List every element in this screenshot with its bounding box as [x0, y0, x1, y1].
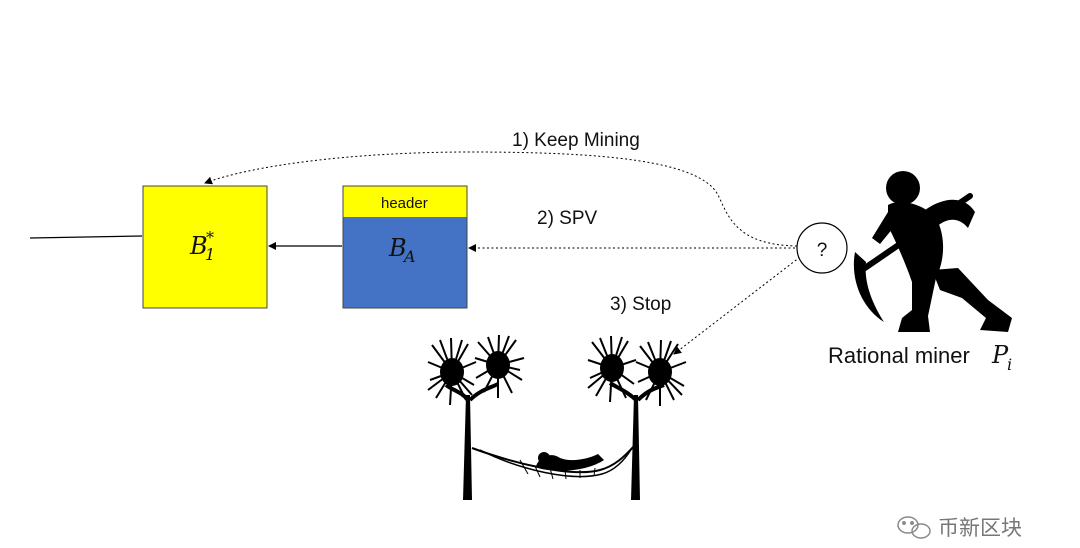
block-b1-subscript: 1 — [205, 245, 215, 264]
miner-symbol: P — [991, 341, 1009, 369]
block-b1-rect — [142, 185, 268, 309]
chain-incoming-line — [29, 235, 143, 239]
hammock — [471, 445, 635, 480]
option-stop-label: 3) Stop — [610, 294, 671, 315]
miner-subscript: i — [1007, 355, 1012, 374]
keep-mining-arrow — [204, 151, 798, 247]
stop-arrow — [673, 256, 801, 355]
left-palm-tree — [427, 334, 525, 500]
palm-trees-hammock-icon — [427, 334, 687, 500]
option-keep-mining-label: 1) Keep Mining — [512, 130, 640, 151]
wechat-icon — [897, 516, 931, 539]
decision-node: ? — [796, 222, 848, 274]
block-ba-label: B — [388, 234, 407, 262]
block-ba-border — [342, 185, 468, 309]
miner-with-pickaxe-icon — [853, 171, 1012, 332]
decision-question-mark: ? — [817, 240, 828, 261]
block-ba-body — [343, 217, 467, 308]
option-spv-label: 2) SPV — [537, 208, 598, 229]
block-b1-star: B 1 * — [142, 185, 268, 309]
block-b1-superscript: * — [206, 228, 214, 247]
watermark: 币新区块 — [897, 516, 1022, 540]
block-ba-header-label: header — [381, 195, 428, 212]
miner-label: Rational miner — [828, 343, 970, 368]
right-palm-tree — [587, 335, 687, 500]
block-ba: header B A — [342, 185, 468, 309]
block-ba-subscript: A — [402, 247, 416, 266]
block-b1-label: B — [189, 232, 208, 260]
block-ba-header — [343, 186, 467, 217]
watermark-text: 币新区块 — [938, 516, 1022, 540]
